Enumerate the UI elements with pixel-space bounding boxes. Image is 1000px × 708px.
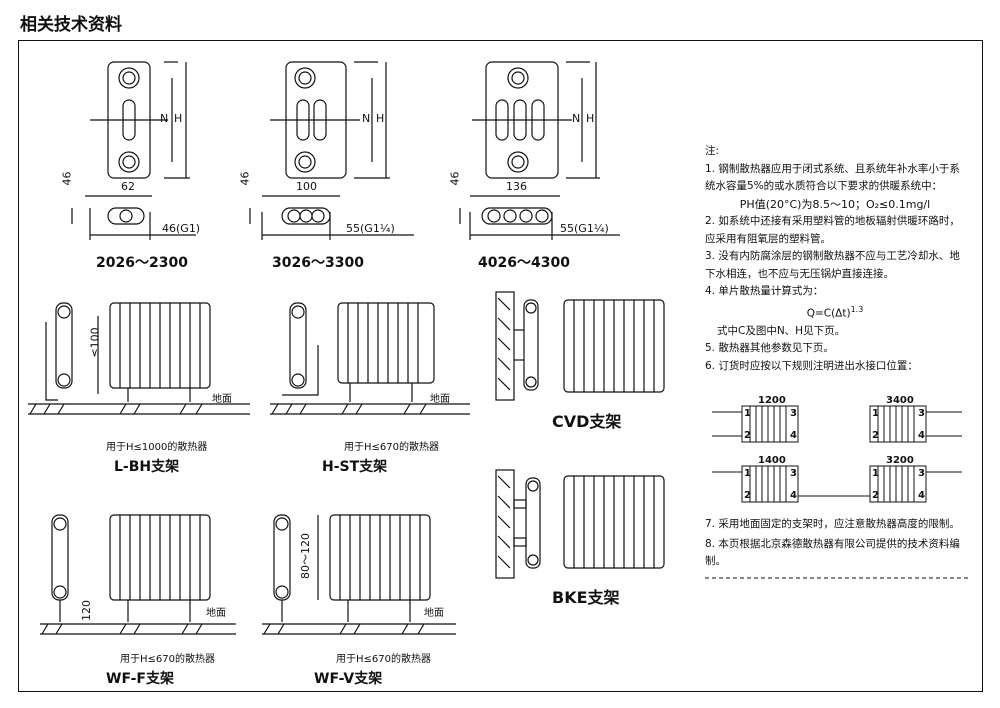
wfv-label: WF-V支架: [314, 671, 383, 687]
conn-3400-p1: 1: [872, 408, 879, 419]
notes-block-2: 7. 采用地面固定的支架时，应注意散热器高度的限制。 8. 本页根据北京森德散热…: [705, 516, 965, 571]
fig1-depth: 46: [60, 171, 74, 186]
fig3-label: 4026～4300: [478, 255, 570, 271]
note-3b: 下水相连，也不应与无压锅炉直接连接。: [705, 267, 894, 280]
fig2-depth: 46: [238, 171, 252, 186]
notes-heading: 注:: [705, 145, 720, 157]
note-8a: 8. 本页根据北京森德散热器有限公司提供的技术资料编: [705, 537, 960, 550]
radiator-2026-front: [90, 61, 190, 179]
fig1-label: 2026～2300: [96, 255, 188, 271]
wff-label: WF-F支架: [106, 671, 174, 687]
conn-3400-p3: 3: [918, 408, 925, 419]
radiator-2026-section: [71, 195, 196, 240]
fig1-pipe: 46(G1): [162, 222, 201, 235]
conn-3400-p2: 2: [872, 430, 879, 441]
fig2-width: 100: [296, 180, 317, 193]
radiator-4026-front: [472, 61, 600, 179]
fig3-depth: 46: [448, 171, 462, 186]
conn-3200-code: 3200: [886, 455, 914, 466]
fig2-label: 3026～3300: [272, 255, 364, 271]
conn-3200-p1: 1: [872, 468, 879, 479]
fig3-dim-n: N: [572, 112, 581, 125]
cvd-label: CVD支架: [552, 412, 622, 431]
lbh-label: L-BH支架: [114, 459, 180, 475]
conn-1200-p1: 1: [744, 408, 751, 419]
note-4c: 式中C及图中N、H见下页。: [717, 324, 846, 337]
note-4a: 4. 单片散热量计算式为：: [705, 285, 824, 297]
note-6: 6. 订货时应按以下规则注明进出水接口位置：: [705, 359, 918, 372]
note-4b: Q=C(Δt): [806, 307, 851, 319]
lbh-dim: ≤100: [88, 327, 102, 358]
lbh-ground: 地面: [212, 394, 232, 405]
conn-1400-p4: 4: [790, 490, 797, 501]
fig3-pipe: 55(G1¼): [560, 222, 609, 235]
wfv-note: 用于H≤670的散热器: [336, 654, 431, 665]
fig2-dim-n: N: [362, 112, 371, 125]
fig3-width: 136: [506, 180, 527, 193]
wff-dim: 120: [80, 600, 93, 621]
conn-3200-p3: 3: [918, 468, 925, 479]
note-5: 5. 散热器其他参数见下页。: [705, 342, 834, 354]
conn-3200-p2: 2: [872, 490, 879, 501]
conn-1200-p4: 4: [790, 430, 797, 441]
radiator-3026-front: [270, 61, 390, 179]
wfv-dim: 80～120: [299, 533, 312, 579]
lbh-note: 用于H≤1000的散热器: [106, 442, 208, 453]
note-1c: PH值(20°C)为8.5～10；O₂≤0.1mg/l: [739, 197, 931, 211]
drawing-frame: [18, 40, 983, 692]
hst-label: H-ST支架: [322, 459, 388, 475]
hst-note: 用于H≤670的散热器: [344, 442, 439, 453]
note-7: 7. 采用地面固定的支架时，应注意散热器高度的限制。: [705, 518, 960, 530]
conn-3200-p4: 4: [918, 490, 925, 501]
conn-1200-p2: 2: [744, 430, 751, 441]
conn-3400-code: 3400: [886, 395, 914, 406]
wfv-bracket-drawing: [262, 514, 456, 635]
wfv-ground: 地面: [424, 608, 444, 619]
note-1a: 1. 钢制散热器应用于闭式系统、且系统年补水率小于系: [705, 162, 960, 175]
radiator-3026-section: [249, 195, 414, 240]
page-title: 相关技术资料: [20, 15, 122, 35]
note-4-formula: Q=C(Δt)1.3: [705, 301, 965, 323]
note-2b: 应采用有阻氧层的塑料管。: [705, 232, 831, 245]
note-3a: 3. 没有内防腐涂层的钢制散热器不应与工艺冷却水、地: [705, 250, 960, 262]
note-8b: 制。: [705, 555, 726, 567]
conn-3400-p4: 4: [918, 430, 925, 441]
wff-bracket-drawing: [40, 514, 236, 635]
bke-bracket-drawing: [495, 469, 665, 579]
hst-ground: 地面: [430, 394, 450, 405]
lbh-bracket-drawing: [28, 302, 250, 415]
conn-1200-code: 1200: [758, 395, 786, 406]
conn-1400-p2: 2: [744, 490, 751, 501]
fig3-dim-h: H: [586, 112, 595, 125]
fig2-dim-h: H: [376, 112, 385, 125]
notes-block: 注: 1. 钢制散热器应用于闭式系统、且系统年补水率小于系 统水容量5%的或水质…: [705, 143, 965, 375]
note-1b: 统水容量5%的或水质符合以下要求的供暖系统中：: [705, 180, 943, 192]
cvd-bracket-drawing: [495, 291, 665, 401]
fig2-pipe: 55(G1¼): [346, 222, 395, 235]
conn-1400-p1: 1: [744, 468, 751, 479]
conn-1400-code: 1400: [758, 455, 786, 466]
wff-ground: 地面: [206, 608, 226, 619]
conn-1200-p3: 3: [790, 408, 797, 419]
fig1-width: 62: [121, 180, 135, 193]
fig1-dim-n: N: [160, 112, 169, 125]
connection-diagrams: [712, 405, 962, 503]
wff-note: 用于H≤670的散热器: [120, 654, 215, 665]
hst-bracket-drawing: [270, 302, 470, 415]
conn-1400-p3: 3: [790, 468, 797, 479]
bke-label: BKE支架: [552, 588, 620, 607]
note-4-exp: 1.3: [850, 304, 864, 314]
fig1-dim-h: H: [174, 112, 183, 125]
note-2a: 2. 如系统中还接有采用塑料管的地板辐射供暖环路时，: [705, 215, 960, 227]
radiator-4026-section: [459, 195, 620, 240]
